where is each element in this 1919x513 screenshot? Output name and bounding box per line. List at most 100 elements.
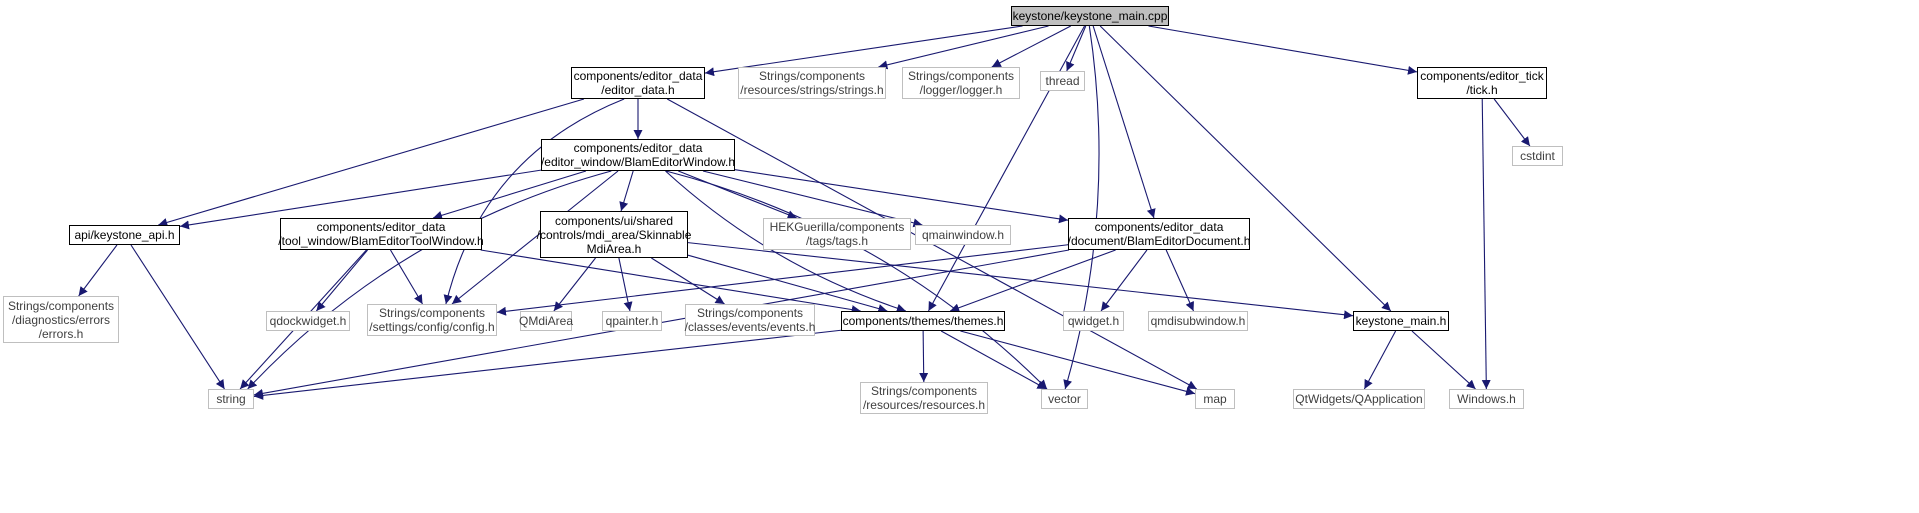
edge-themes-h-to-string: [253, 329, 842, 400]
graph-node-resources-h: Strings/components/resources/resources.h: [860, 382, 988, 414]
graph-node-document-h[interactable]: components/editor_data/document/BlamEdit…: [1068, 218, 1250, 250]
edge-root-to-document-h: [1092, 25, 1156, 219]
node-label-line: Windows.h: [1457, 392, 1516, 406]
node-label-line: qmainwindow.h: [921, 228, 1005, 242]
edge-root-to-keystone-main-h: [1099, 25, 1392, 312]
edge-themes-h-to-map: [960, 330, 1196, 396]
node-label-line: /editor_data.h: [601, 83, 675, 97]
edge-root-to-tick-h: [1148, 25, 1418, 75]
node-label-line: Strings/components: [758, 69, 866, 83]
edge-mdi-area-h-to-qpainter-h: [618, 257, 633, 312]
edge-mdi-area-h-to-themes-h: [687, 254, 888, 313]
node-label-line: components/ui/shared: [554, 213, 674, 228]
edge-keystone-api-h-to-string: [130, 244, 225, 390]
graph-node-windows-h: Windows.h: [1449, 389, 1524, 409]
node-label-line: QtWidgets/QApplication: [1295, 392, 1423, 406]
graph-node-cstdint: cstdint: [1512, 146, 1563, 166]
edge-editor-data-h-to-config-h: [443, 98, 625, 305]
graph-node-qapplication: QtWidgets/QApplication: [1293, 389, 1425, 409]
node-label-line: api/keystone_api.h: [74, 228, 175, 242]
graph-node-logger-h: Strings/components/logger/logger.h: [902, 67, 1020, 99]
node-label-line: /classes/events/events.h: [684, 320, 816, 334]
edge-root-to-editor-data-h: [704, 25, 1023, 77]
edge-root-to-vector: [1063, 25, 1100, 390]
graph-node-root[interactable]: keystone/keystone_main.cpp: [1011, 6, 1169, 26]
node-label-line: /resources/strings/strings.h: [740, 83, 884, 97]
graph-node-config-h: Strings/components/settings/config/confi…: [367, 304, 497, 336]
graph-node-mdi-area-h[interactable]: components/ui/shared/controls/mdi_area/S…: [537, 211, 691, 258]
node-label-line: QMdiArea: [518, 314, 574, 328]
edge-blam-window-h-to-mdi-area-h: [619, 170, 634, 212]
edge-root-to-thread: [1066, 25, 1087, 72]
edge-mdi-area-h-to-qmdiarea: [553, 257, 596, 312]
node-label-line: components/themes/themes.h: [842, 314, 1004, 328]
graph-node-tool-window-h[interactable]: components/editor_data/tool_window/BlamE…: [278, 218, 484, 250]
graph-node-qdockwidget-h: qdockwidget.h: [266, 311, 350, 331]
graph-node-keystone-api-h[interactable]: api/keystone_api.h: [69, 225, 180, 245]
edge-blam-window-h-to-config-h: [451, 170, 619, 305]
node-label-line: /editor_window/BlamEditorWindow.h: [540, 155, 736, 169]
node-label-line: vector: [1048, 392, 1081, 406]
node-label-line: keystone/keystone_main.cpp: [1012, 9, 1168, 23]
node-label-line: cstdint: [1520, 149, 1555, 163]
graph-node-themes-h[interactable]: components/themes/themes.h: [841, 311, 1005, 331]
edge-blam-window-h-to-string: [247, 170, 612, 390]
node-label-line: map: [1203, 392, 1227, 406]
edge-root-to-logger-h: [991, 25, 1072, 68]
node-label-line: /tags/tags.h: [805, 234, 869, 248]
node-label-line: Strings/components: [7, 298, 115, 313]
node-label-line: /resources/resources.h: [862, 398, 986, 412]
edge-tool-window-h-to-themes-h: [480, 249, 861, 315]
edge-document-h-to-themes-h: [949, 249, 1116, 313]
node-label-line: /diagnostics/errors: [11, 312, 111, 327]
node-label-line: qpainter.h: [605, 314, 659, 328]
graph-node-qmainwindow-h: qmainwindow.h: [915, 225, 1011, 245]
graph-node-qwidget-h: qwidget.h: [1063, 311, 1124, 331]
graph-node-thread: thread: [1040, 71, 1085, 91]
node-label-line: components/editor_tick: [1420, 69, 1544, 83]
edge-document-h-to-qwidget-h: [1100, 249, 1148, 312]
edge-tool-window-h-to-config-h: [390, 249, 423, 305]
edge-mdi-area-h-to-events-h: [651, 257, 725, 305]
edge-mdi-area-h-to-keystone-main-h: [687, 242, 1354, 320]
edge-themes-h-to-vector: [940, 330, 1047, 390]
graph-node-blam-window-h[interactable]: components/editor_data/editor_window/Bla…: [541, 139, 735, 171]
edge-keystone-main-h-to-qapplication: [1363, 330, 1397, 390]
graph-node-keystone-main-h[interactable]: keystone_main.h: [1353, 311, 1449, 331]
edge-root-to-strings-h: [878, 25, 1049, 70]
graph-node-errors-h: Strings/components/diagnostics/errors/er…: [3, 296, 119, 343]
graph-node-string: string: [208, 389, 254, 409]
graph-node-vector: vector: [1041, 389, 1088, 409]
node-label-line: qdockwidget.h: [269, 314, 347, 328]
node-label-line: components/editor_data: [316, 220, 446, 234]
node-label-line: /controls/mdi_area/Skinnable: [536, 227, 692, 242]
edge-blam-window-h-to-tool-window-h: [432, 170, 587, 220]
edge-document-h-to-config-h: [496, 244, 1069, 316]
node-label-line: keystone_main.h: [1355, 314, 1447, 328]
node-label-line: HEKGuerilla/components: [769, 220, 905, 234]
edge-blam-window-h-to-qmainwindow-h: [702, 170, 923, 228]
node-label-line: /tool_window/BlamEditorToolWindow.h: [278, 234, 484, 248]
graph-node-tags-h: HEKGuerilla/components/tags/tags.h: [763, 218, 911, 250]
graph-node-qpainter-h: qpainter.h: [602, 311, 662, 331]
node-label-line: Strings/components: [696, 306, 804, 320]
edge-blam-window-h-to-vector: [665, 170, 1048, 390]
edge-keystone-api-h-to-errors-h: [78, 244, 118, 297]
node-label-line: Strings/components: [907, 69, 1015, 83]
edge-themes-h-to-resources-h: [919, 330, 929, 383]
edge-blam-window-h-to-tags-h: [678, 170, 797, 219]
node-label-line: /errors.h: [38, 326, 84, 341]
edge-blam-window-h-to-keystone-api-h: [179, 169, 542, 230]
node-label-line: thread: [1045, 74, 1080, 88]
node-label-line: components/editor_data: [1094, 220, 1224, 234]
node-label-line: components/editor_data: [573, 69, 703, 83]
node-label-line: Strings/components: [870, 384, 978, 398]
node-label-line: /tick.h: [1466, 83, 1498, 97]
edge-editor-data-h-to-keystone-api-h: [158, 98, 585, 227]
node-label-line: /logger/logger.h: [919, 83, 1003, 97]
node-label-line: qwidget.h: [1067, 314, 1120, 328]
graph-node-tick-h[interactable]: components/editor_tick/tick.h: [1417, 67, 1547, 99]
graph-node-editor-data-h[interactable]: components/editor_data/editor_data.h: [571, 67, 705, 99]
node-label-line: string: [216, 392, 246, 406]
